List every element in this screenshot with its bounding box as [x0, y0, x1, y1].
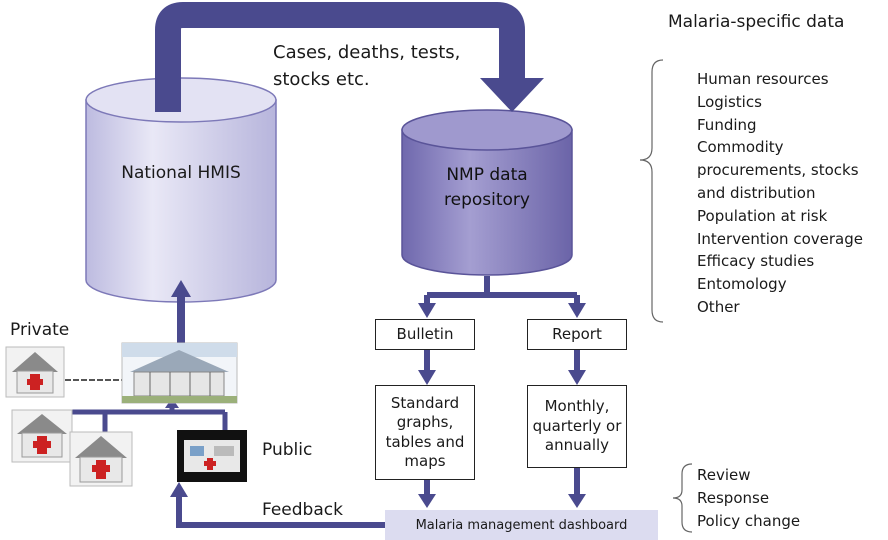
actions-brace: [672, 463, 693, 533]
list-item: Other: [697, 297, 740, 316]
list-item: Response: [697, 488, 770, 507]
top-data-flow-arrow: [155, 2, 544, 112]
list-item: Population at risk: [697, 206, 828, 225]
private-clinic-icon: [5, 346, 65, 398]
list-item: Review: [697, 466, 751, 484]
list-item: Intervention coverage: [697, 229, 863, 248]
output-arrows: [418, 350, 586, 385]
public-clinic-icon-2: [69, 431, 133, 487]
dashboard-arrows: [418, 468, 586, 508]
bulletin-box: Bulletin: [375, 319, 475, 350]
malaria-specific-title: Malaria-specific data: [668, 12, 845, 32]
malaria-specific-list: Human resources Logistics Funding Commod…: [697, 68, 863, 319]
public-facility-photo-icon: [177, 430, 247, 482]
list-item: Logistics: [697, 92, 762, 111]
nmp-repository-cylinder: [401, 109, 573, 276]
feedback-label: Feedback: [262, 500, 343, 520]
hospital-photo-icon: [121, 342, 238, 404]
repository-split-arrows: [418, 276, 586, 318]
list-item: Human resources: [697, 70, 829, 88]
list-item: Entomology: [697, 275, 787, 294]
frequency-box: Monthly, quarterly or annually: [527, 385, 627, 468]
feedback-arrow: [170, 482, 385, 528]
list-item: Efficacy studies: [697, 252, 815, 271]
facilities-to-hmis-arrow: [171, 280, 191, 343]
private-label: Private: [10, 320, 70, 340]
list-item: Policy change: [697, 511, 801, 530]
standard-outputs-box: Standard graphs, tables and maps: [375, 385, 475, 480]
report-box: Report: [527, 319, 627, 350]
flow-label: Cases, deaths, tests, stocks etc.: [273, 42, 461, 90]
public-label: Public: [262, 440, 313, 460]
list-item: procurements, stocks: [697, 161, 859, 180]
malaria-dashboard: Malaria management dashboard: [385, 510, 658, 540]
malaria-data-brace: [639, 59, 664, 323]
list-item: Commodity: [697, 138, 784, 157]
actions-list: Review Response Policy change: [697, 464, 800, 532]
list-item: Funding: [697, 115, 757, 134]
nmp-repository-label: NMP data repository: [444, 165, 530, 210]
national-hmis-label: National HMIS: [121, 163, 241, 183]
public-clinic-icon-1: [11, 409, 73, 463]
list-item: and distribution: [697, 183, 816, 202]
